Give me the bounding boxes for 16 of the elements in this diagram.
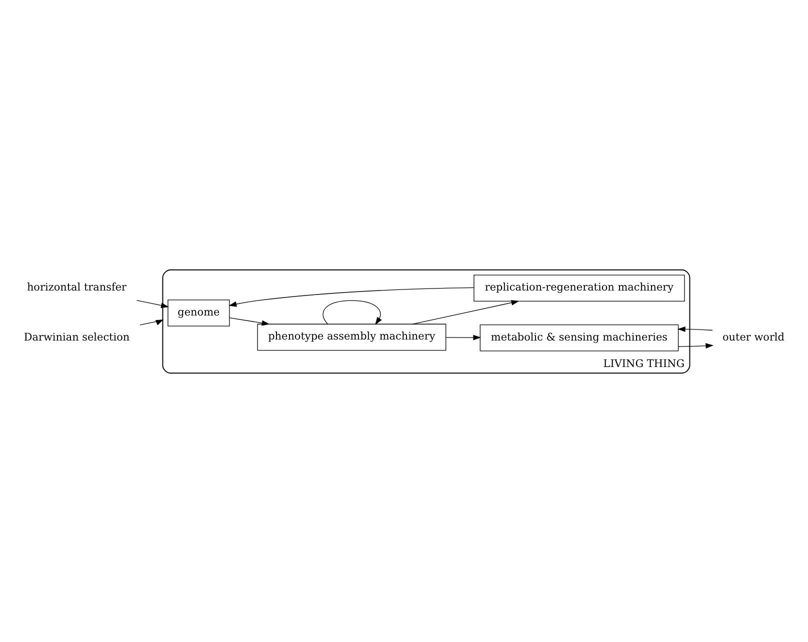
node-text: outer world — [722, 330, 784, 343]
arrow — [140, 319, 164, 325]
node-text: horizontal transfer — [26, 281, 127, 294]
arrow — [322, 300, 382, 324]
arrow — [677, 326, 713, 332]
node-box: replication-regeneration machinery — [474, 274, 685, 302]
node-box: genome — [168, 299, 230, 326]
arrow — [678, 342, 714, 348]
arrow — [136, 300, 169, 308]
node-box: metabolic & sensing machineries — [480, 324, 679, 351]
arrow — [228, 286, 474, 306]
arrow — [446, 334, 482, 340]
node-text: Darwinian selection — [24, 330, 130, 343]
node-box: phenotype assembly machinery — [257, 323, 446, 350]
arrow — [229, 316, 270, 326]
arrow — [412, 300, 520, 324]
